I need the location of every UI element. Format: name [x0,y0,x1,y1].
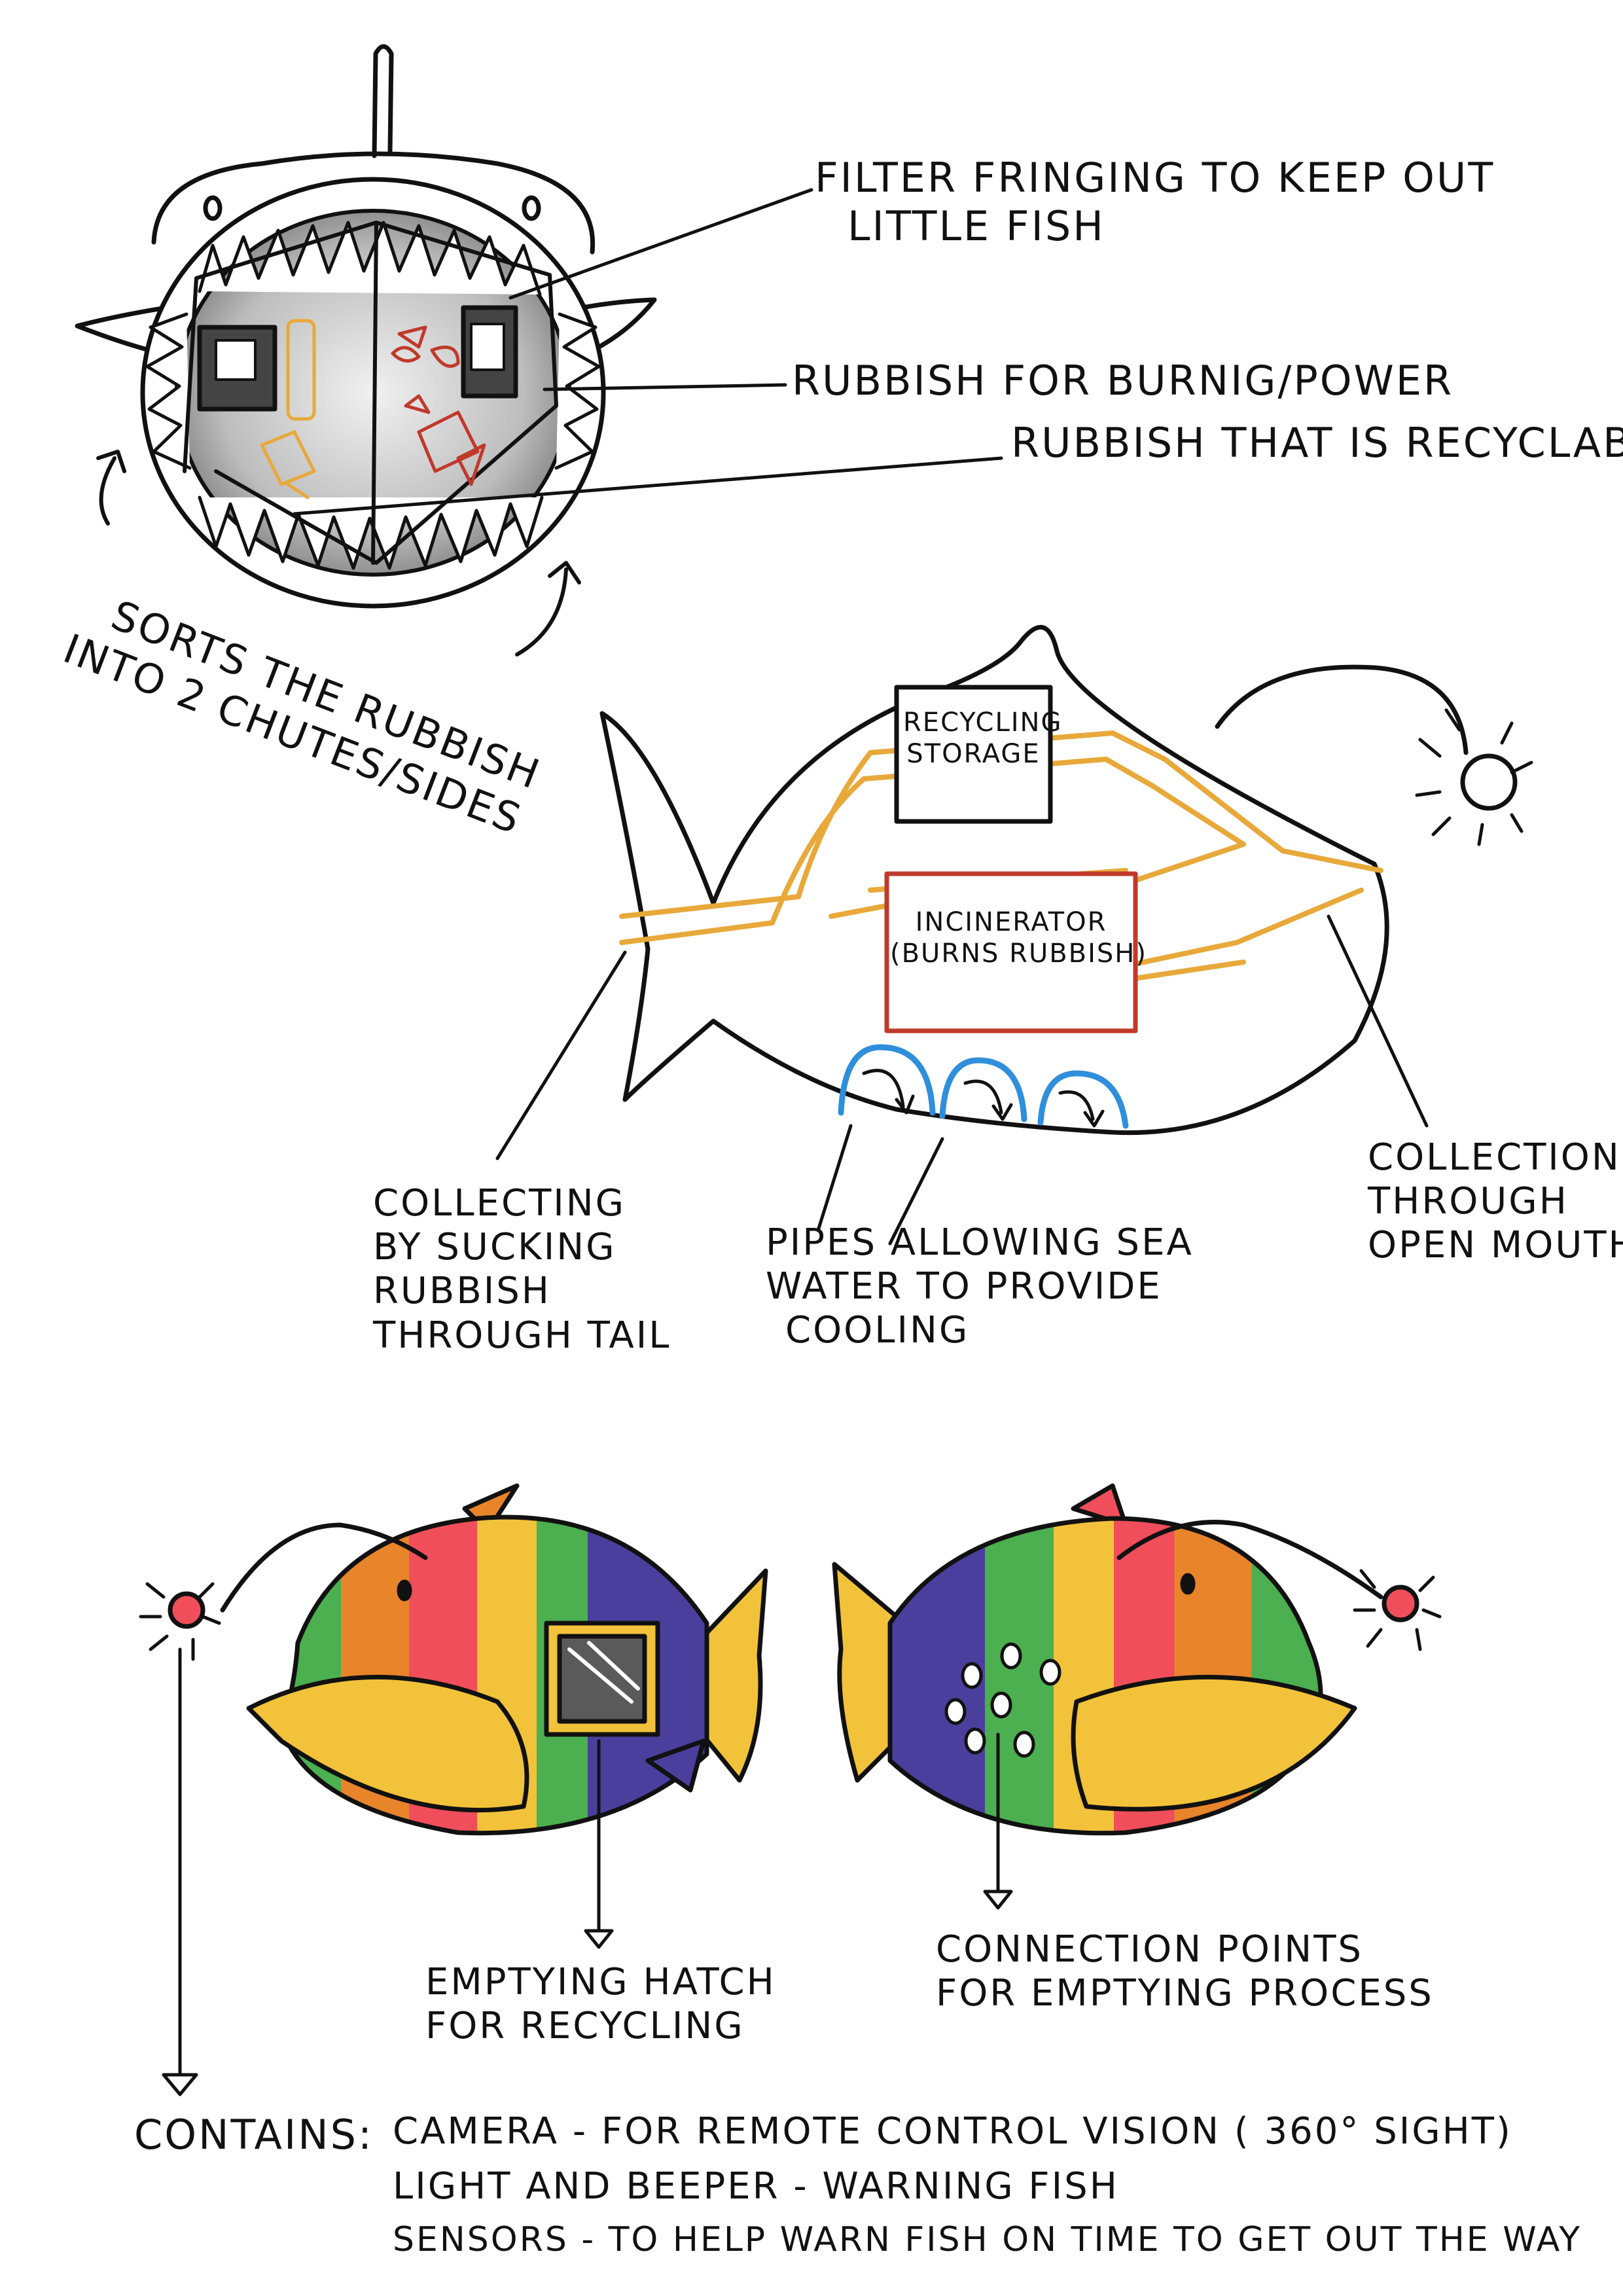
sort-arrow-right [515,561,581,656]
leader-recyclable [293,456,1003,516]
teeth-top [198,221,542,296]
leader-contains [162,1647,198,2096]
rainbow-fish-left [139,1483,768,2096]
recyclable-rubbish-items [260,319,316,499]
lower-jaw [1071,1674,1357,1812]
incinerator-box [884,871,1138,1033]
lure-light [1382,1585,1419,1623]
eye [1180,1573,1196,1595]
fish-head-outline [151,151,596,255]
lure-stalk [1215,664,1469,755]
tail-fin [694,1568,768,1783]
label-incinerator: INCINERATOR (BURNS RUBBISH) [890,907,1147,969]
label-rubbish-recyclable: RUBBISH THAT IS RECYCLABLE [1011,419,1623,467]
label-rubbish-for-burning: RUBBISH FOR BURNIG/POWER [792,357,1454,404]
cooling-pipes [838,1044,1129,1129]
dorsal-fin [1071,1483,1128,1528]
lure-stalk [220,1522,428,1613]
fish-body-outline [599,624,1389,1136]
leader-burning [543,383,787,391]
label-collecting-through-tail: COLLECTING BY SUCKING RUBBISH THROUGH TA… [373,1182,671,1357]
leader-pipes-2 [888,1137,944,1246]
lure-rays [1353,1569,1442,1651]
lure-stalk [1116,1520,1383,1600]
rainbow-fish-right [832,1483,1442,1910]
eye [397,1579,412,1602]
side-view-fish [495,624,1533,1246]
lure-light [1460,753,1518,811]
contains-camera: CAMERA - FOR REMOTE CONTROL VISION ( 360… [393,2110,1512,2153]
pipe-arrows [862,1069,1105,1128]
label-cooling-pipes: PIPES ALLOWING SEA WATER TO PROVIDE COOL… [766,1221,1194,1352]
label-filter-fringing: FILTER FRINGING TO KEEP OUT LITTLE FISH [815,154,1495,251]
lower-jaw [246,1674,529,1813]
sort-arrow-left [96,450,126,526]
contains-list: CAMERA - FOR REMOTE CONTROL VISION ( 360… [393,2104,1582,2265]
bottom-fin [645,1738,706,1793]
leader-tail [495,950,627,1160]
teeth-bottom [198,495,544,570]
recycling-storage-box [894,685,1053,824]
teeth-left [145,312,192,470]
leader-pipes-1 [816,1124,853,1232]
top-antenna [372,44,394,158]
burnable-rubbish-items [391,325,486,486]
label-connection-points: CONNECTION POINTS FOR EMPTYING PROCESS [936,1928,1434,2015]
label-contains: CONTAINS: [134,2111,374,2159]
contains-light-beeper: LIGHT AND BEEPER - WARNING FISH [393,2165,1119,2208]
leader-filter [508,188,813,300]
front-view-fish [75,44,1003,656]
lure-rays [139,1582,221,1661]
left-eye [203,195,223,221]
leader-hatch [584,1739,614,1949]
teeth-right [554,312,601,470]
leader-mouth [1327,914,1429,1128]
tail-fin [832,1562,899,1783]
connection-points [944,1642,1061,1758]
contains-sensors: SENSORS - TO HELP WARN FISH ON TIME TO G… [393,2220,1582,2259]
lure-rays [1415,708,1533,846]
leader-connection [983,1732,1013,1910]
lure-light [168,1591,205,1629]
label-collection-open-mouth: COLLECTION THROUGH OPEN MOUTH [1368,1136,1623,1267]
label-recycling-storage: RECYCLING STORAGE [903,708,1063,769]
chute-divider [183,221,558,565]
right-eye [522,195,541,221]
label-emptying-hatch: EMPTYING HATCH FOR RECYCLING [425,1961,776,2048]
right-side-fin [577,297,657,359]
